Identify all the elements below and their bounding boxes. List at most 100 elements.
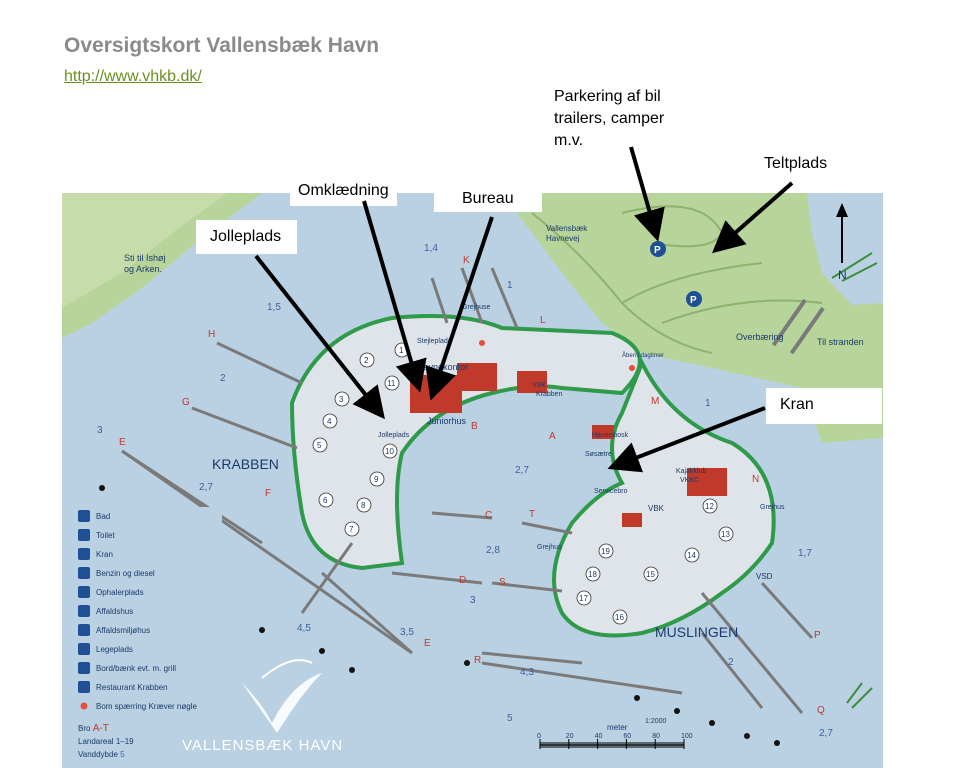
legend-background [72,507,222,721]
vsd-label: VSD [756,572,773,581]
harbour-map: N P P Sti til Ishøj og Arken. Vallensbæk… [62,193,883,768]
legend-item-label: Restaurant Krabben [96,683,168,692]
legend-item-label: Affaldsmiljøhus [96,626,150,635]
callout-bureau: Bureau [434,186,542,212]
plot-marker [359,352,375,368]
depth-label: 5 [507,713,513,724]
depth-label: 2,7 [515,465,529,476]
legend-item-label: Benzin og diesel [96,569,155,578]
pier-letter: T [529,509,535,520]
scale-tick-label: 80 [652,733,660,740]
plot-number: 9 [374,475,379,484]
grejhus-right-label: Grejhus [760,504,785,511]
plot-marker [322,413,338,429]
scale-tick-label: 100 [681,733,693,740]
legend-vanddybde-label: Vanddybde 5 [78,750,125,759]
depth-label: 1,7 [798,548,812,559]
piers [121,267,814,714]
website-link[interactable]: http://www.vhkb.dk/ [64,68,202,85]
plot-marker [344,521,360,537]
pier-letter: N [752,474,759,485]
legend-item-label: Bord/bænk evt. m. grill [96,664,176,673]
legend-item-label: Bad [96,512,110,521]
pier-letter: R [474,655,481,666]
crane-icon [78,548,90,560]
overbaering-label: Overbæring [736,332,784,342]
picnic-table-icon [78,662,90,674]
land-northwest-inner [62,193,227,308]
arrow-omklaedning [362,200,427,393]
boat-ramp-icon [78,586,90,598]
plot-marker [718,526,734,542]
plot-number: 8 [361,501,366,510]
restaurant-icon [78,681,90,693]
grejhuse-label: Grejhuse [462,304,491,311]
havnekiosk-label: Havnekiosk [592,432,629,439]
legend-item-label: Ophalerplads [96,588,144,597]
pier-letter: P [814,630,821,641]
pier-letter: S [499,577,506,588]
pier-letter: C [485,510,492,521]
plot-number: 1 [399,346,404,355]
beach-label: Til stranden [817,337,864,347]
pier-letter: F [265,488,271,499]
muslingen-label: MUSLINGEN [655,624,738,640]
sosaetre-label: Søsætre [585,451,612,458]
plot-marker [585,566,601,582]
scale-tick-label: 40 [595,733,603,740]
scale-tick-label: 20 [566,733,574,740]
parking-icon: P [650,241,666,257]
plot-number: 15 [646,570,655,579]
pier-letter: E [424,638,431,649]
playground-icon [78,643,90,655]
callout-kran: Kran [766,388,882,424]
barrier-dot-icon [80,702,88,710]
arrow-jolleplads [254,254,385,420]
pier-letter: E [119,437,126,448]
arrow-teltplads [711,181,794,254]
plot-marker [369,471,385,487]
pier-letter: Q [817,705,825,716]
servicebro-label: Servicebro [594,488,628,495]
path-label: Sti til Ishøj og Arken. [124,253,168,274]
scale-tick-label: 0 [537,733,541,740]
plot-number: 5 [317,441,322,450]
plot-number: 3 [339,395,344,404]
legend-landareal-label: Landareal 1–19 [78,737,134,746]
depth-label: 1,4 [424,243,438,254]
waste-icon [78,605,90,617]
depth-label: 4,3 [520,667,534,678]
water-inlet [807,193,883,305]
callout-parkering: Parkering af bil trailers, camper m.v. [554,86,665,152]
plot-marker [612,609,628,625]
svg-text:P: P [654,245,661,256]
plot-number: 6 [323,496,328,505]
plot-marker [312,437,328,453]
plot-marker [576,590,592,606]
shower-icon [78,510,90,522]
fuel-icon [78,567,90,579]
scale-tick-label: 60 [623,733,631,740]
plot-number: 16 [615,613,624,622]
recycling-icon [78,624,90,636]
depth-label: 1 [507,280,513,291]
havnevej-label: Vallensbæk Havnevej [546,224,589,243]
callout-omklaedning: Omklædning [290,176,397,206]
brand-name: VALLENSBÆK HAVN [182,737,343,754]
vbk-label: VBK [648,504,665,513]
legend-item-label: Bom spærring Kræver nøgle [96,702,197,711]
plot-number: 7 [349,525,354,534]
krabben-quay [289,313,642,571]
legend-bro-label: Bro A-T [78,723,109,734]
plot-number: 19 [601,547,610,556]
callout-jolleplads: Jolleplads [196,220,298,254]
depth-label: 4,5 [297,623,311,634]
plot-marker [702,498,718,514]
arrow-kran [607,406,766,473]
pier-letter: H [208,329,215,340]
vsk-label: VSK Krabben [532,382,563,398]
plot-number: 10 [385,447,394,456]
